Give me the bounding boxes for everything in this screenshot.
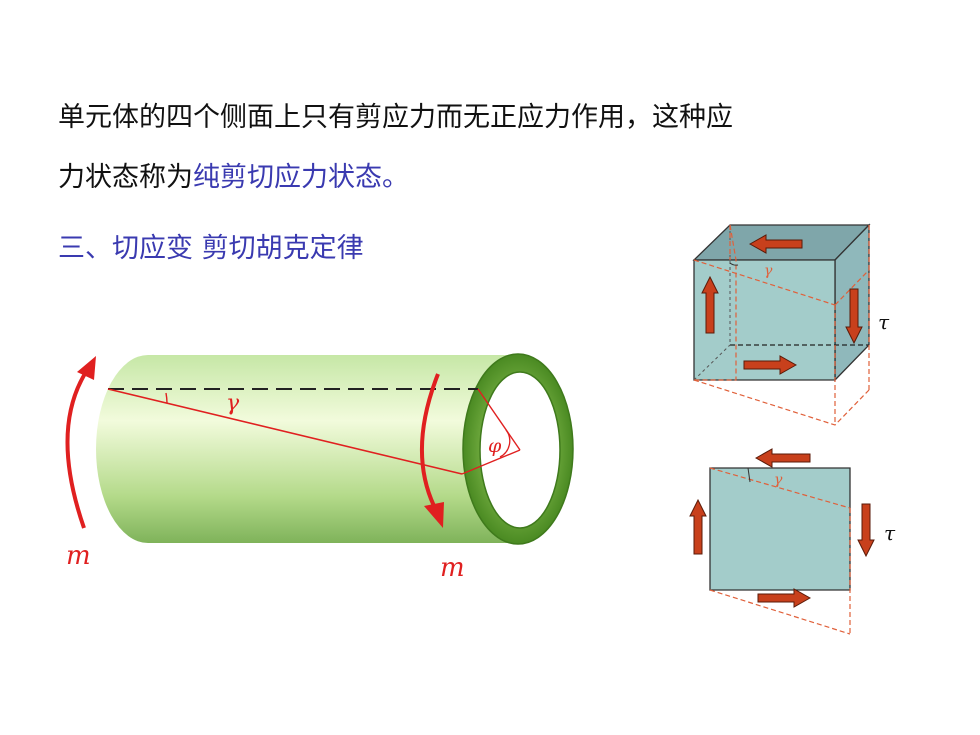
element2d-right-arrow — [857, 503, 875, 558]
element3d-tau-label: τ — [878, 310, 890, 334]
paragraph-line-2: 力状态称为纯剪切应力状态。 — [58, 148, 898, 208]
cylinder-gamma-label: γ — [226, 391, 240, 416]
element3d-right-arrow — [845, 288, 863, 345]
cylinder-figure: γ φ m m — [65, 353, 574, 583]
right-moment-label: m — [440, 553, 465, 583]
left-moment-arrow — [65, 370, 88, 529]
element3d-top-arrow — [748, 234, 803, 254]
element3d-gamma-label: γ — [764, 263, 773, 279]
paragraph-line-2-plain: 力状态称为 — [58, 162, 193, 193]
body-paragraph: 单元体的四个侧面上只有剪应力而无正应力作用，这种应 力状态称为纯剪切应力状态。 — [58, 88, 898, 208]
cylinder-phi-label: φ — [488, 435, 502, 457]
shear-element-3d: γ τ — [692, 223, 890, 426]
element2d-tau-label: τ — [884, 521, 896, 545]
cylinder-body — [96, 355, 518, 543]
pure-shear-term: 纯剪切应力状态。 — [193, 162, 409, 193]
left-moment-label: m — [66, 541, 91, 571]
paragraph-line-1: 单元体的四个侧面上只有剪应力而无正应力作用，这种应 — [58, 102, 733, 133]
element3d-left-arrow — [701, 275, 719, 334]
element3d-bottom-arrow — [743, 355, 798, 375]
shear-element-2d: γ τ — [689, 448, 896, 635]
element2d-top-arrow — [754, 448, 811, 468]
element2d-gamma-label: γ — [774, 472, 783, 488]
section-heading: 三、切应变 剪切胡克定律 — [58, 233, 364, 264]
element2d-bottom-arrow — [757, 588, 812, 608]
right-moment-arrow — [420, 373, 440, 507]
element2d-left-arrow — [689, 498, 707, 555]
